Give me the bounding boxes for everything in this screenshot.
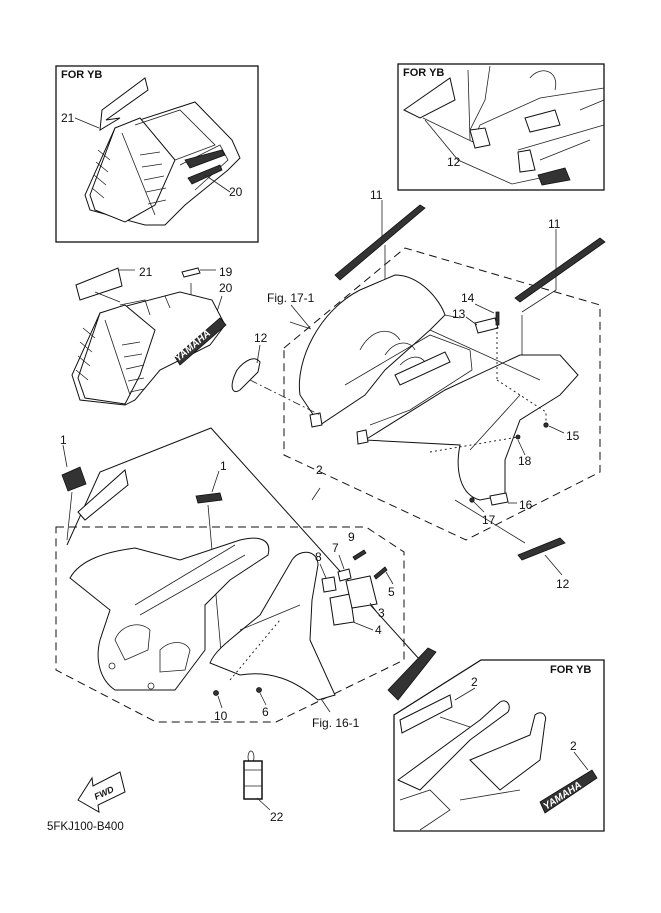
rear-cover-20-part <box>84 101 241 226</box>
inset-label: FOR YB <box>550 664 591 676</box>
mud-flap-12-right-part <box>517 537 566 561</box>
rear-cover-assembly: 21 19 20 YAMAHA <box>71 265 233 406</box>
fig-ref-17-1: Fig. 17-1 <box>267 291 315 305</box>
callout-7: 7 <box>332 541 339 555</box>
front-fender-part <box>69 537 336 701</box>
fig-17-1-boundary <box>283 247 601 541</box>
callout-9: 9 <box>348 530 355 544</box>
decal-19-part <box>181 267 201 278</box>
fig-16-1-boundary <box>55 526 405 723</box>
front-fender-assembly: 2 Fig. 16-1 1 1 8 <box>55 427 437 730</box>
callout-1-mid: 1 <box>220 459 227 473</box>
inset-label: FOR YB <box>61 69 102 81</box>
callout-2-right: 2 <box>570 739 577 753</box>
screw-17-part <box>469 497 475 503</box>
callout-8: 8 <box>315 550 322 564</box>
callout-20: 20 <box>229 185 243 199</box>
inset-box-top-right: FOR YB 12 <box>397 63 605 191</box>
callout-5: 5 <box>388 585 395 599</box>
catalog-code: 5FKJ100-B400 <box>47 821 124 833</box>
callout-21: 21 <box>139 265 153 279</box>
callout-12: 12 <box>447 155 461 169</box>
callout-17: 17 <box>482 513 496 527</box>
callout-14: 14 <box>461 291 475 305</box>
cover-7-part <box>337 568 352 582</box>
decal-21-part <box>99 77 149 131</box>
footrest-mat-11-right-part <box>514 237 606 303</box>
screw-6-part <box>256 687 262 693</box>
callout-2-top: 2 <box>471 675 478 689</box>
gasket-8-part <box>321 576 337 593</box>
mud-flap-12-left-part <box>231 358 261 393</box>
callout-22: 22 <box>270 810 284 824</box>
fwd-arrow-icon: FWD <box>77 771 126 813</box>
footrest-mat-11-left-part <box>334 204 426 281</box>
plate-16-part <box>489 492 509 506</box>
callout-13: 13 <box>452 307 466 321</box>
rear-cover-20-part: YAMAHA <box>71 291 227 406</box>
callout-21: 21 <box>61 111 75 125</box>
callout-11-left: 11 <box>370 188 383 202</box>
inset-box-top-left: FOR YB 21 20 <box>55 65 259 243</box>
callout-3: 3 <box>378 606 385 620</box>
callout-19: 19 <box>219 265 233 279</box>
callout-12-left: 12 <box>254 331 268 345</box>
callout-1-left: 1 <box>60 433 67 447</box>
bolt-14-part <box>495 311 500 326</box>
decal-1-mid-part <box>195 492 223 504</box>
bracket-13-part <box>474 317 499 334</box>
screw-18-part <box>515 434 521 440</box>
inset-label: FOR YB <box>403 67 444 79</box>
screw-10-part <box>213 690 219 696</box>
fig-ref-16-1: Fig. 16-1 <box>312 716 360 730</box>
callout-20: 20 <box>219 281 233 295</box>
rear-fender-detail-part <box>403 65 605 186</box>
stripe-decal-part <box>77 469 129 521</box>
inset-box-bottom-right: FOR YB YAMAHA 2 2 <box>393 659 605 832</box>
stripe-decal-right-part <box>387 647 437 701</box>
callout-12-right: 12 <box>556 577 570 591</box>
cover-3-part <box>345 575 378 609</box>
callout-4: 4 <box>375 623 382 637</box>
rear-fender-part <box>298 274 579 501</box>
callout-2: 2 <box>316 463 323 477</box>
decal-1-left-part <box>61 466 87 492</box>
screw-5-part <box>373 566 388 580</box>
tag-22-part <box>243 750 263 800</box>
inset-frame <box>397 63 605 191</box>
callout-18: 18 <box>518 454 532 468</box>
screw-9-part <box>352 549 367 561</box>
callout-15: 15 <box>566 429 580 443</box>
callout-10: 10 <box>214 709 228 723</box>
callout-11-right: 11 <box>548 217 561 231</box>
nut-15-part <box>543 422 549 428</box>
callout-6: 6 <box>262 705 269 719</box>
decal-21-part <box>75 267 123 301</box>
callout-16: 16 <box>519 498 533 512</box>
rear-fender-assembly: Fig. 17-1 11 11 12 <box>231 188 606 591</box>
